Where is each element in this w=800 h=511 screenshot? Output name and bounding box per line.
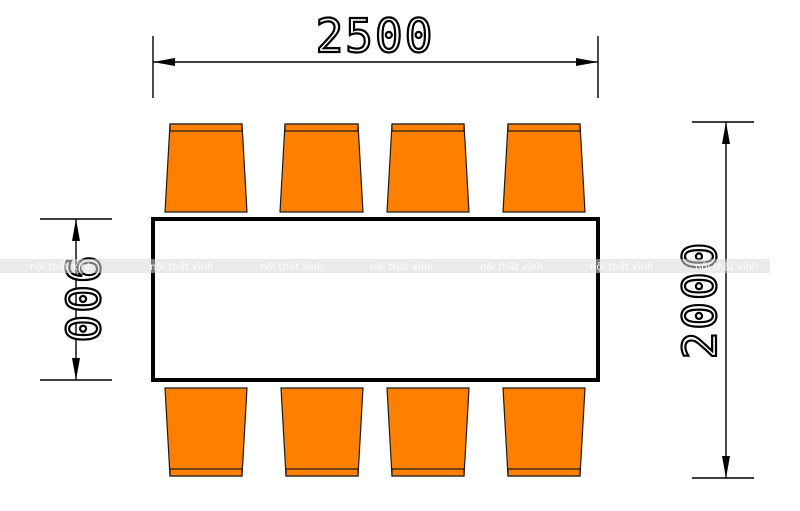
bottom-chairs — [164, 387, 586, 477]
depth-arrow-bottom — [72, 358, 80, 380]
chair-top-3 — [386, 123, 470, 213]
height-label: 2000 — [673, 241, 727, 360]
watermark-text-5: nội thất xinh — [480, 261, 543, 273]
watermark-text-1: nội thất xinh — [30, 261, 93, 273]
dining-table — [151, 217, 600, 382]
watermark-text-4: nội thất xinh — [370, 261, 433, 273]
chair-bottom-1 — [164, 387, 248, 477]
chair-bottom-2 — [280, 387, 364, 477]
height-arrow-bottom — [722, 456, 730, 478]
chair-bottom-4 — [502, 387, 586, 477]
watermark-band: nội thất xinh nội thất xinh nội thất xin… — [0, 259, 770, 273]
width-dimension: 2500 — [152, 8, 599, 98]
watermark-text-3: nội thất xinh — [260, 261, 323, 273]
width-arrow-right — [576, 58, 598, 66]
watermark-text-2: nội thất xinh — [150, 261, 213, 273]
top-chairs — [164, 123, 586, 213]
chair-top-1 — [164, 123, 248, 213]
table-depth-dimension: 900 — [40, 218, 112, 381]
chair-bottom-3 — [386, 387, 470, 477]
chair-top-2 — [279, 123, 364, 213]
width-arrow-left — [153, 58, 175, 66]
watermark-text-6: nội thất xinh — [590, 261, 653, 273]
depth-arrow-top — [72, 219, 80, 241]
watermark-text-7: nội thất xinh — [695, 261, 758, 273]
chair-top-4 — [502, 123, 586, 213]
height-dimension: 2000 — [672, 121, 754, 479]
width-label: 2500 — [316, 9, 435, 63]
height-arrow-top — [722, 122, 730, 144]
